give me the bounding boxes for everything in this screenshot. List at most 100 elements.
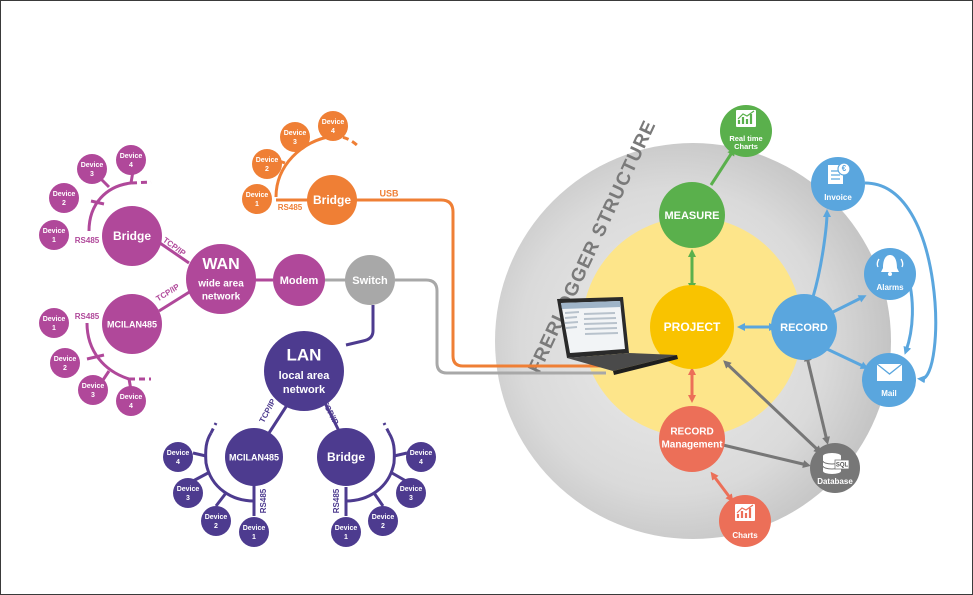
svg-text:Device: Device [400, 486, 423, 493]
svg-text:Device: Device [54, 356, 77, 363]
svg-text:Device: Device [372, 514, 395, 521]
svg-text:Device: Device [120, 153, 143, 160]
lan-subtitle-1: local area [279, 370, 331, 382]
usb-device-2[interactable]: Device 2 [252, 149, 282, 179]
svg-text:4: 4 [176, 459, 180, 466]
wan-bottom-device-1[interactable]: Device 1 [39, 308, 69, 338]
svg-text:3: 3 [409, 495, 413, 502]
svg-text:Device: Device [43, 228, 66, 235]
usb-bridge-node[interactable]: Bridge [307, 175, 357, 225]
realtime-label-1: Real time [729, 134, 762, 143]
lan-mcilan-label: MCILAN485 [229, 452, 279, 462]
svg-text:1: 1 [52, 325, 56, 332]
switch-label: Switch [352, 275, 388, 287]
lan-left-device-1[interactable]: Device 1 [239, 517, 269, 547]
recmgmt-charts-arrow [710, 471, 734, 503]
wan-upper-device-1[interactable]: Device 1 [39, 220, 69, 250]
lan-right-device-2[interactable]: Device 2 [368, 506, 398, 536]
lan-left-device-3[interactable]: Device 3 [173, 478, 203, 508]
lan-left-device-arc [192, 422, 256, 516]
alarms-node[interactable]: Alarms [864, 248, 916, 300]
lan-right-device-4[interactable]: Device 4 [406, 442, 436, 472]
switch-node[interactable]: Switch [345, 255, 395, 305]
record-alarms-arrow [830, 295, 867, 315]
usb-device-4[interactable]: Device 4 [318, 111, 348, 141]
svg-text:1: 1 [52, 237, 56, 244]
lan-bridge-node[interactable]: Bridge [317, 428, 375, 486]
wan-rs485-label-1: RS485 [75, 236, 100, 245]
svg-text:2: 2 [63, 365, 67, 372]
svg-text:3: 3 [90, 171, 94, 178]
record-node[interactable]: RECORD [771, 294, 837, 360]
laptop-icon [557, 297, 678, 375]
svg-text:Device: Device [43, 316, 66, 323]
record-invoice-arrow [811, 209, 831, 298]
usb-device-3[interactable]: Device 3 [280, 122, 310, 152]
record-database-arrow [804, 353, 830, 445]
project-node[interactable]: PROJECT [650, 285, 734, 369]
sql-label: SQL [836, 463, 849, 469]
invoice-node[interactable]: € Invoice [811, 157, 865, 211]
wan-upper-device-3[interactable]: Device 3 [77, 154, 107, 184]
usb-rs485-label: RS485 [278, 203, 303, 212]
alarms-label: Alarms [876, 283, 904, 292]
wan-upper-device-4[interactable]: Device 4 [116, 145, 146, 175]
mail-label: Mail [881, 389, 897, 398]
wan-bottom-device-4[interactable]: Device 4 [116, 386, 146, 416]
realtime-charts-node[interactable]: Real time Charts [720, 105, 772, 157]
wan-bridge-label: Bridge [113, 229, 151, 243]
svg-text:Device: Device [177, 486, 200, 493]
svg-text:4: 4 [419, 459, 423, 466]
wan-mcilan-link [158, 289, 192, 313]
record-management-label-1: RECORD [670, 427, 713, 438]
measure-label: MEASURE [664, 210, 719, 222]
invoice-mail-arrow [864, 181, 938, 384]
svg-text:Device: Device [205, 514, 228, 521]
wan-bottom-device-2[interactable]: Device 2 [50, 348, 80, 378]
lan-node[interactable]: LAN local area network [264, 331, 344, 411]
svg-text:Device: Device [167, 450, 190, 457]
wan-bottom-device-3[interactable]: Device 3 [78, 375, 108, 405]
database-node[interactable]: SQL Database [810, 443, 860, 493]
svg-text:1: 1 [252, 534, 256, 541]
svg-text:Device: Device [120, 394, 143, 401]
record-management-node[interactable]: RECORD Management [659, 406, 725, 472]
lan-left-device-4[interactable]: Device 4 [163, 442, 193, 472]
svg-text:3: 3 [91, 392, 95, 399]
svg-text:4: 4 [129, 162, 133, 169]
wan-subtitle-2: network [202, 292, 241, 303]
project-label: PROJECT [664, 320, 721, 334]
switch-cable [395, 278, 606, 375]
usb-cable [351, 198, 601, 368]
usb-device-1[interactable]: Device 1 [242, 184, 272, 214]
modem-node[interactable]: Modem [273, 254, 325, 306]
lan-right-device-1[interactable]: Device 1 [331, 517, 361, 547]
svg-text:2: 2 [214, 523, 218, 530]
svg-text:3: 3 [186, 495, 190, 502]
lan-right-device-3[interactable]: Device 3 [396, 478, 426, 508]
wan-mcilan-node[interactable]: MCILAN485 [102, 294, 162, 354]
charts-node[interactable]: Charts [719, 495, 771, 547]
wan-rs485-label-2: RS485 [75, 312, 100, 321]
svg-text:4: 4 [129, 403, 133, 410]
wan-upper-device-2[interactable]: Device 2 [49, 183, 79, 213]
wan-node[interactable]: WAN wide area network [186, 244, 256, 314]
lan-mcilan-node[interactable]: MCILAN485 [225, 428, 283, 486]
charts-label: Charts [732, 531, 758, 540]
measure-node[interactable]: MEASURE [659, 182, 725, 248]
svg-text:2: 2 [265, 166, 269, 173]
bell-icon [881, 255, 899, 272]
wan-bridge-node[interactable]: Bridge [102, 206, 162, 266]
svg-text:Device: Device [81, 162, 104, 169]
wan-subtitle-1: wide area [197, 279, 244, 290]
lan-left-device-2[interactable]: Device 2 [201, 506, 231, 536]
svg-text:2: 2 [62, 200, 66, 207]
svg-text:Device: Device [284, 130, 307, 137]
svg-text:Device: Device [53, 191, 76, 198]
realtime-label-2: Charts [734, 142, 758, 151]
svg-text:€: € [842, 164, 847, 173]
mail-node[interactable]: Mail [862, 353, 916, 407]
svg-text:Device: Device [335, 525, 358, 532]
